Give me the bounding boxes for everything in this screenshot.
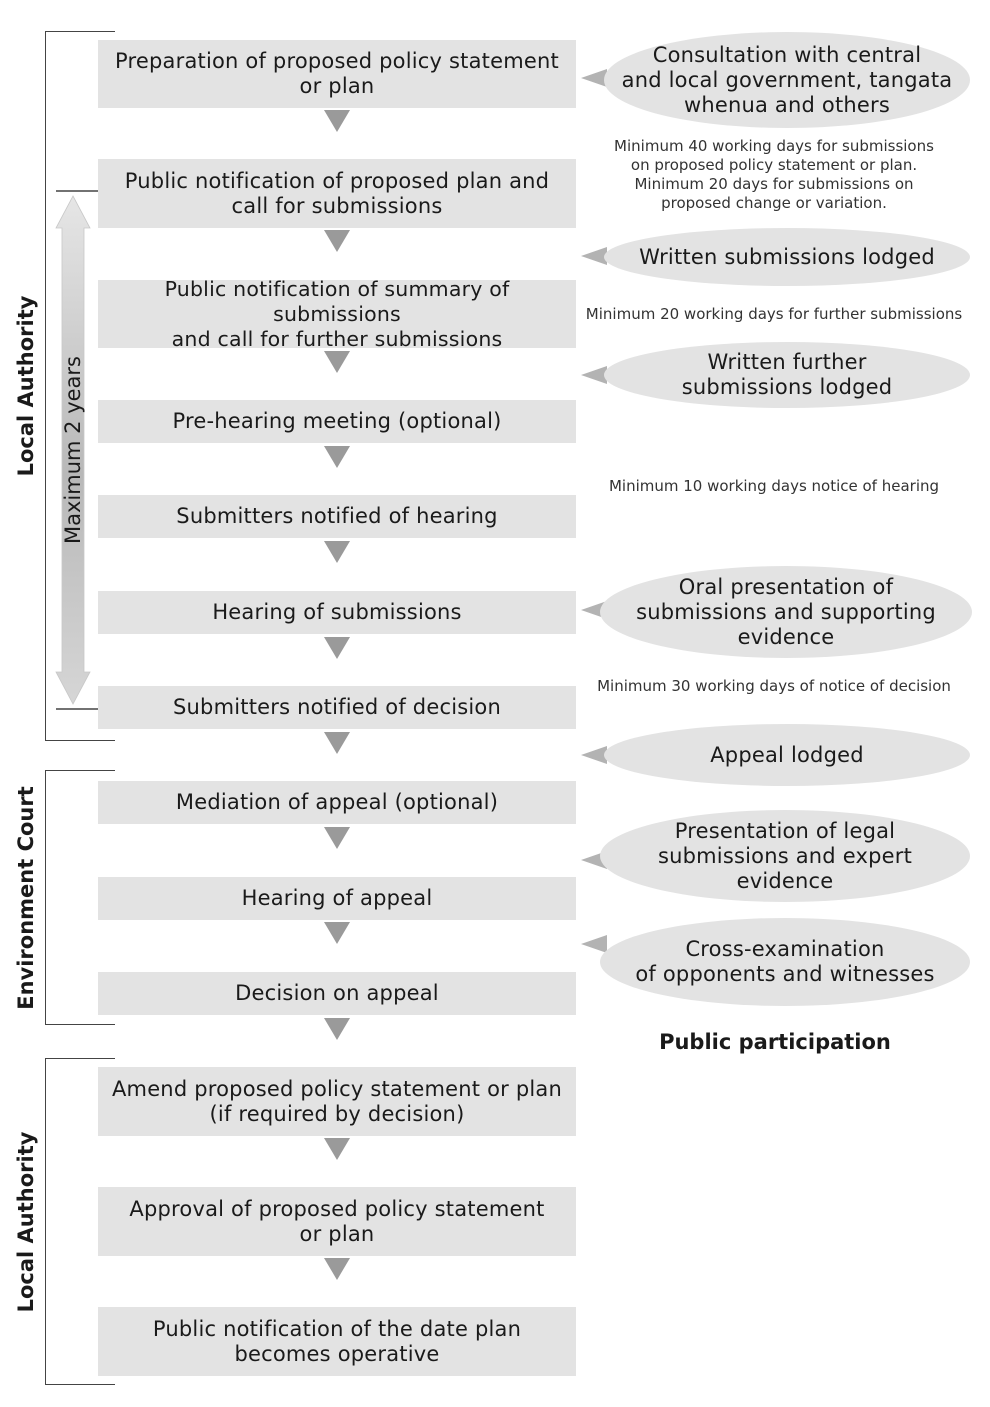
step-approval: Approval of proposed policy statement or… bbox=[98, 1187, 576, 1256]
down-arrow bbox=[324, 732, 350, 754]
step-submitters-notified-decision: Submitters notified of decision bbox=[98, 686, 576, 729]
environment-court-bracket bbox=[45, 770, 115, 1025]
step-summary-notification: Public notification of summary of submis… bbox=[98, 277, 576, 351]
down-arrow bbox=[324, 541, 350, 563]
down-arrow bbox=[324, 637, 350, 659]
note-20-days-further: Minimum 20 working days for further subm… bbox=[585, 305, 963, 323]
down-arrow bbox=[324, 1018, 350, 1040]
double-arrow-shape bbox=[55, 195, 91, 705]
bubble-legal-submissions: Presentation of legal submissions and ex… bbox=[600, 810, 970, 902]
bubble-appeal-lodged: Appeal lodged bbox=[604, 724, 970, 786]
local-authority-top-bracket bbox=[45, 31, 115, 741]
step-preparation: Preparation of proposed policy statement… bbox=[98, 40, 576, 108]
step-label: Public notification of summary of submis… bbox=[164, 276, 510, 351]
step-hearing-appeal: Hearing of appeal bbox=[98, 877, 576, 920]
bubble-label: Presentation of legal submissions and ex… bbox=[657, 818, 913, 893]
step-label: Hearing of submissions bbox=[212, 600, 462, 624]
bubble-label: Appeal lodged bbox=[710, 742, 864, 767]
step-label: Hearing of appeal bbox=[241, 886, 433, 910]
step-label: Amend proposed policy statement or plan … bbox=[111, 1076, 563, 1126]
section-label-local-authority-bottom: Local Authority bbox=[14, 1131, 38, 1313]
step-label: Public notification of proposed plan and… bbox=[124, 168, 550, 218]
bubble-oral-presentation: Oral presentation of submissions and sup… bbox=[600, 566, 972, 658]
bubble-label: Cross-examination of opponents and witne… bbox=[635, 937, 935, 986]
step-public-notification: Public notification of proposed plan and… bbox=[98, 159, 576, 228]
step-hearing-submissions: Hearing of submissions bbox=[98, 591, 576, 634]
bubble-pointer bbox=[581, 366, 607, 384]
bubble-label: Oral presentation of submissions and sup… bbox=[636, 574, 936, 649]
step-label: Pre-hearing meeting (optional) bbox=[172, 409, 502, 433]
bubble-cross-examination: Cross-examination of opponents and witne… bbox=[600, 918, 970, 1006]
step-label: Preparation of proposed policy statement… bbox=[115, 49, 559, 98]
step-pre-hearing: Pre-hearing meeting (optional) bbox=[98, 400, 576, 443]
step-amend-plan: Amend proposed policy statement or plan … bbox=[98, 1067, 576, 1136]
local-authority-bottom-bracket bbox=[45, 1058, 115, 1385]
bubble-consultation: Consultation with central and local gove… bbox=[604, 32, 970, 128]
down-arrow bbox=[324, 230, 350, 252]
note-10-days-hearing: Minimum 10 working days notice of hearin… bbox=[608, 477, 940, 495]
step-operative-notification: Public notification of the date plan bec… bbox=[98, 1307, 576, 1376]
step-label: Approval of proposed policy statement or… bbox=[129, 1196, 545, 1246]
step-submitters-notified-hearing: Submitters notified of hearing bbox=[98, 495, 576, 538]
step-label: Submitters notified of hearing bbox=[176, 504, 498, 528]
bubble-label: Written submissions lodged bbox=[639, 244, 935, 269]
down-arrow bbox=[324, 351, 350, 373]
bubble-further-submissions: Written further submissions lodged bbox=[604, 342, 970, 408]
maximum-2-years-arrow bbox=[55, 190, 98, 710]
section-label-environment-court: Environment Court bbox=[14, 786, 38, 1010]
bubble-pointer bbox=[581, 247, 607, 265]
bubble-pointer bbox=[581, 69, 607, 87]
step-label: Submitters notified of decision bbox=[173, 695, 501, 719]
bubble-pointer bbox=[581, 746, 607, 764]
note-40-days: Minimum 40 working days for submissions … bbox=[614, 137, 934, 212]
down-arrow bbox=[324, 1138, 350, 1160]
bubble-pointer bbox=[581, 935, 607, 953]
down-arrow bbox=[324, 827, 350, 849]
public-participation-heading: Public participation bbox=[659, 1030, 891, 1054]
bubble-label: Written further submissions lodged bbox=[681, 350, 893, 399]
down-arrow bbox=[324, 110, 350, 132]
section-label-local-authority-top: Local Authority bbox=[14, 295, 38, 477]
step-mediation: Mediation of appeal (optional) bbox=[98, 781, 576, 824]
step-decision-appeal: Decision on appeal bbox=[98, 972, 576, 1015]
down-arrow bbox=[324, 1258, 350, 1280]
step-label: Decision on appeal bbox=[235, 981, 439, 1005]
bubble-label: Consultation with central and local gove… bbox=[621, 42, 953, 117]
step-label: Mediation of appeal (optional) bbox=[175, 790, 499, 814]
note-30-days-decision: Minimum 30 working days of notice of dec… bbox=[597, 677, 951, 695]
bubble-written-submissions: Written submissions lodged bbox=[604, 228, 970, 286]
maximum-2-years-label: Maximum 2 years bbox=[61, 356, 85, 544]
step-label: Public notification of the date plan bec… bbox=[152, 1316, 522, 1366]
down-arrow bbox=[324, 922, 350, 944]
down-arrow bbox=[324, 446, 350, 468]
